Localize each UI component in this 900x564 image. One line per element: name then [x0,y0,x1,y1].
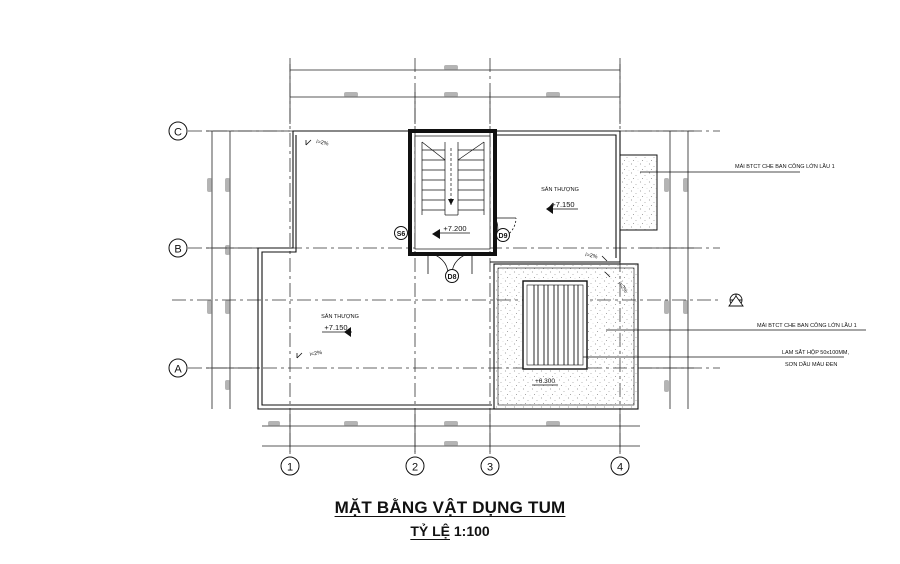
drawing-scale: TỶ LỆ 1:100 [0,523,900,539]
grid-row-bubble-c: C [168,121,188,141]
drawing-title: MẶT BẰNG VẬT DỤNG TUM [0,498,900,518]
callout-text: LAM SẮT HỘP 50x100MM, [782,348,850,356]
slope-label: i=2% [585,252,598,260]
door-tag-label: S6 [397,231,406,238]
door-swings [427,217,517,275]
grid-row-label: A [174,364,182,376]
callout-roof-top: MÁI BTCT CHE BAN CÔNG LỚN LẦU 1 [640,163,835,173]
section-marker-icon [728,293,744,307]
grid-column-bubble-2: 2 [405,456,425,476]
grid-row-label: C [174,127,182,139]
grid-column-label: 4 [617,462,623,474]
level-marker-stair: +7.200 [432,224,470,239]
level-value: +6.300 [535,378,555,385]
steel-louver-grid [522,280,588,370]
level-value: +7.150 [551,200,574,209]
level-marker: +7.150 [546,200,578,214]
grid-column-label: 2 [412,462,418,474]
grid-column-bubble-1: 1 [280,456,300,476]
slope-indicator: i=2% [585,252,608,262]
door-tag-d8: D8 [445,269,459,283]
slope-indicator: i=2% [305,139,329,148]
callout-roof-right: MÁI BTCT CHE BAN CÔNG LỚN LẦU 1 [606,322,866,331]
slope-label: i=2% [316,139,329,147]
grid-row-bubble-a: A [168,358,188,378]
door-tag-s6: S6 [394,226,408,240]
slope-indicator: i=2% [296,350,323,359]
room-name: SÂN THƯỢNG [321,313,359,320]
stair-core [408,129,497,256]
grid-row-bubble-b: B [168,238,188,258]
callout-text: MÁI BTCT CHE BAN CÔNG LỚN LẦU 1 [735,163,835,170]
grid-column-label: 1 [287,462,293,474]
callout-text: SƠN DẦU MÀU ĐEN [785,361,837,368]
level-marker-terrace: +6.300 [532,378,558,386]
canopy-hatch-top [619,154,658,231]
grid-column-bubble-3: 3 [480,456,500,476]
scale-label: TỶ LỆ [410,523,450,539]
callout-louver: LAM SẮT HỘP 50x100MM, SƠN DẦU MÀU ĐEN [583,348,850,368]
level-value: +7.150 [324,323,347,332]
level-marker: +7.150 [322,323,352,337]
grid-row-label: B [174,244,181,256]
door-tag-label: D9 [499,233,508,240]
drawing-title-text: MẶT BẰNG VẬT DỤNG TUM [334,498,566,517]
slope-label: i=2% [309,350,322,358]
grid-column-label: 3 [487,462,493,474]
room-name: SÂN THƯỢNG [541,186,579,193]
dimension-value-marks [207,65,688,446]
scale-value: 1:100 [453,523,490,539]
callout-text: MÁI BTCT CHE BAN CÔNG LỚN LẦU 1 [757,322,857,329]
level-value: +7.200 [443,224,466,233]
grid-column-bubble-4: 4 [610,456,630,476]
door-tag-label: D8 [448,274,457,281]
door-tag-d9: D9 [496,228,510,242]
